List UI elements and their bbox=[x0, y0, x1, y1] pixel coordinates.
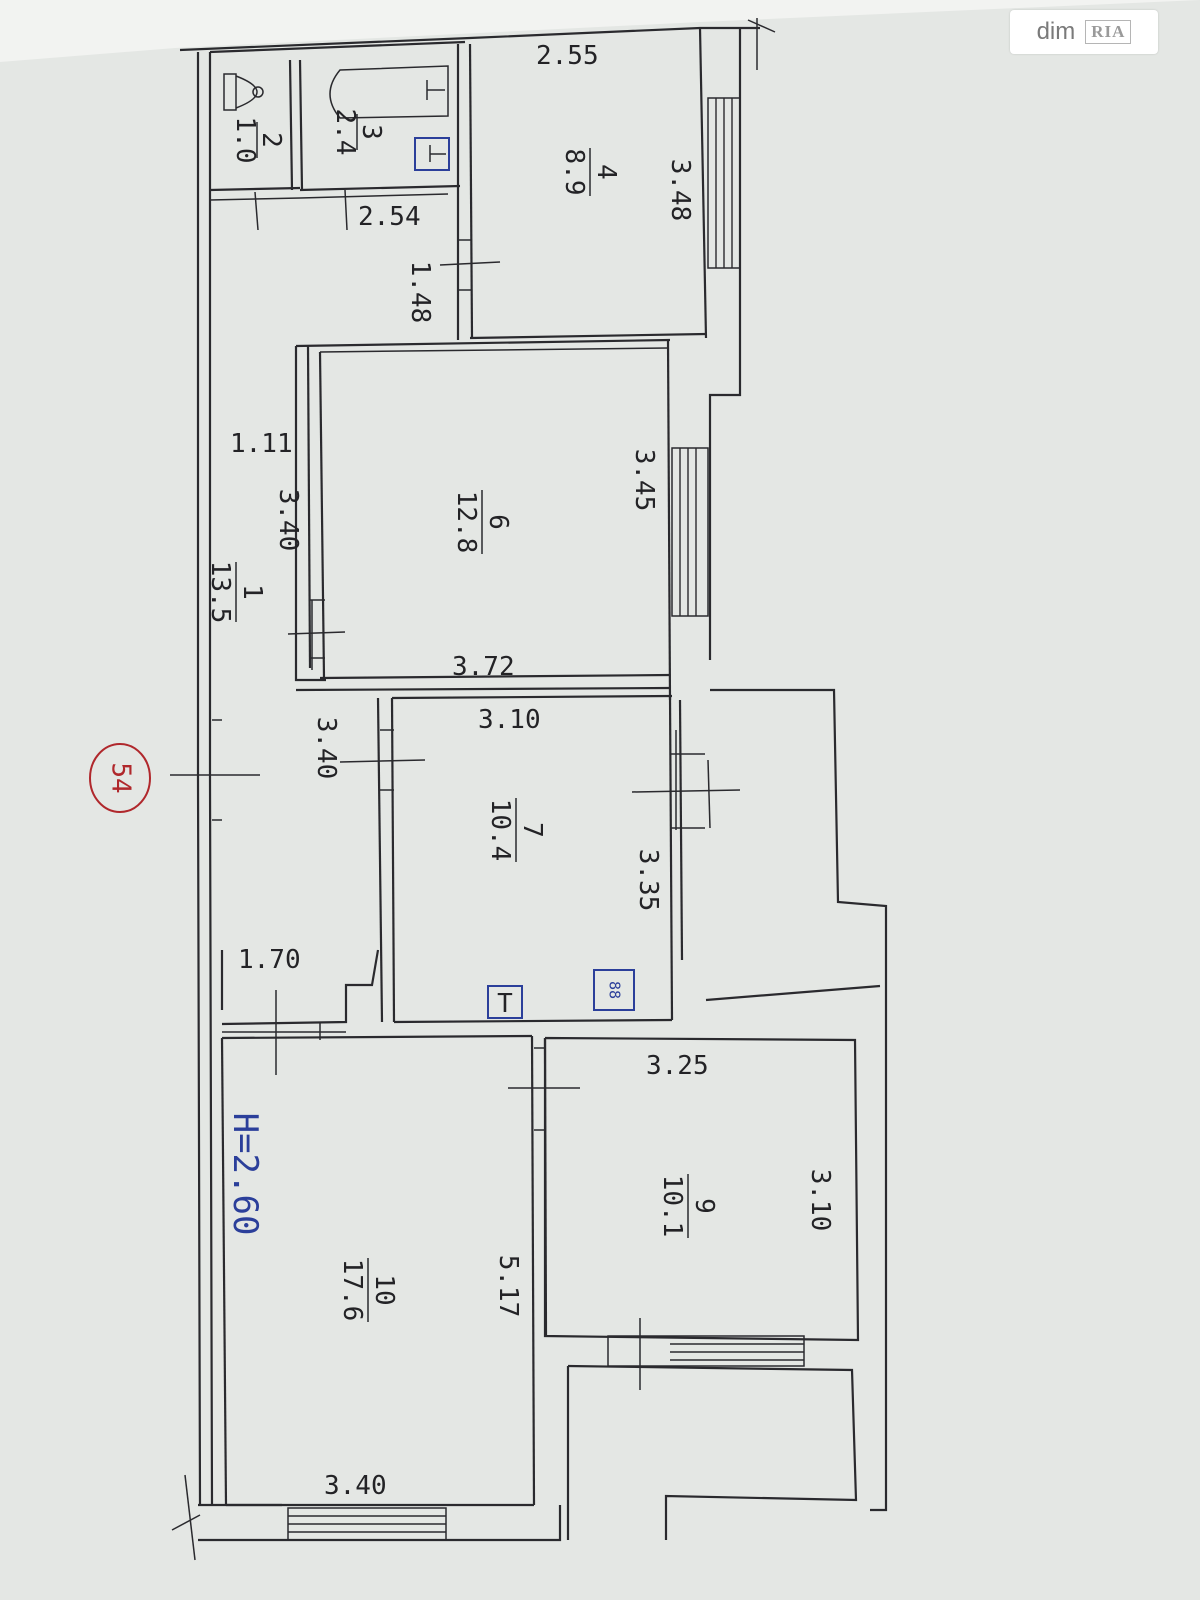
svg-text:10.1: 10.1 bbox=[657, 1175, 687, 1238]
room-10-label: 10 17.6 bbox=[337, 1258, 399, 1322]
watermark-logo: RIA bbox=[1085, 20, 1132, 44]
room-2-label: 2 1.0 bbox=[230, 117, 286, 164]
room-3-label: 3 2.4 bbox=[330, 109, 386, 156]
room-wc-walls bbox=[209, 40, 466, 231]
svg-text:10.4: 10.4 bbox=[485, 799, 515, 862]
room-1-label: 1 13.5 bbox=[205, 561, 267, 624]
gas-stove-icon: 88 bbox=[593, 969, 635, 1011]
room-4-walls bbox=[439, 18, 776, 660]
room-9-walls bbox=[508, 1035, 860, 1506]
room-6-walls bbox=[287, 338, 672, 701]
ceiling-height-label: H=2.60 bbox=[225, 1113, 265, 1236]
svg-text:8.9: 8.9 bbox=[559, 149, 589, 196]
room-7-label: 7 10.4 bbox=[485, 798, 547, 862]
dim-corridor-mid: 3.40 bbox=[273, 489, 303, 552]
svg-text:12.8: 12.8 bbox=[451, 491, 481, 554]
sink-icon: T bbox=[487, 985, 523, 1019]
window-room-10 bbox=[287, 1507, 447, 1541]
dim-room10-width: 3.40 bbox=[324, 1471, 387, 1501]
svg-text:9: 9 bbox=[689, 1198, 719, 1214]
dim-room7-width: 3.10 bbox=[478, 705, 541, 735]
watermark-brand: dim bbox=[1036, 18, 1076, 45]
dim-corridor-step: 1.70 bbox=[238, 945, 301, 975]
dim-room4-length: 3.48 bbox=[665, 159, 695, 222]
room-7-walls bbox=[295, 686, 741, 1024]
dim-room9-width: 3.25 bbox=[646, 1051, 709, 1081]
room-10-walls bbox=[220, 1034, 534, 1507]
dim-bath-width: 2.54 bbox=[358, 202, 421, 232]
svg-text:3: 3 bbox=[356, 124, 386, 140]
svg-text:4: 4 bbox=[591, 164, 621, 180]
paper-top-strip bbox=[0, 0, 1200, 62]
dim-room6-length: 3.45 bbox=[629, 449, 659, 512]
dim-hall-upper: 1.48 bbox=[405, 261, 435, 324]
svg-text:1: 1 bbox=[237, 584, 267, 600]
room-6-label: 6 12.8 bbox=[451, 490, 513, 554]
svg-text:10: 10 bbox=[369, 1274, 399, 1305]
corridor-step-walls bbox=[170, 719, 380, 1075]
room-9-label: 9 10.1 bbox=[657, 1174, 719, 1238]
svg-text:13.5: 13.5 bbox=[205, 561, 235, 624]
dim-room4-width: 2.55 bbox=[536, 41, 599, 71]
dim-corridor-width: 1.11 bbox=[230, 429, 293, 459]
outer-walls bbox=[171, 26, 760, 1561]
window-room-6 bbox=[671, 447, 709, 617]
loggia-lower-walls bbox=[566, 1364, 858, 1540]
dim-room6-width: 3.72 bbox=[452, 652, 515, 682]
window-room-9 bbox=[607, 1318, 805, 1390]
dim-room9-length: 3.10 bbox=[805, 1169, 835, 1232]
svg-text:6: 6 bbox=[483, 514, 513, 530]
apartment-number-badge: 54 bbox=[89, 743, 151, 813]
dim-room7-length: 3.35 bbox=[633, 849, 663, 912]
dimria-watermark: dim RIA bbox=[1010, 10, 1158, 54]
window-room-4 bbox=[707, 97, 741, 269]
gas-stove-label: 88 bbox=[606, 981, 624, 999]
svg-text:2: 2 bbox=[256, 132, 286, 148]
svg-text:17.6: 17.6 bbox=[337, 1259, 367, 1322]
toilet-icon bbox=[223, 73, 264, 111]
apartment-number: 54 bbox=[106, 762, 136, 793]
bathtub-icon bbox=[329, 65, 449, 119]
room-4-label: 4 8.9 bbox=[559, 148, 621, 196]
sink-mark: T bbox=[497, 989, 513, 1019]
loggia-upper-walls bbox=[705, 688, 888, 1512]
dim-corridor-lower: 3.40 bbox=[311, 717, 341, 780]
dim-room10-length: 5.17 bbox=[493, 1255, 523, 1318]
washbasin-icon bbox=[414, 137, 450, 171]
svg-text:2.4: 2.4 bbox=[330, 109, 360, 156]
svg-text:1.0: 1.0 bbox=[230, 117, 260, 164]
svg-text:7: 7 bbox=[517, 822, 547, 838]
